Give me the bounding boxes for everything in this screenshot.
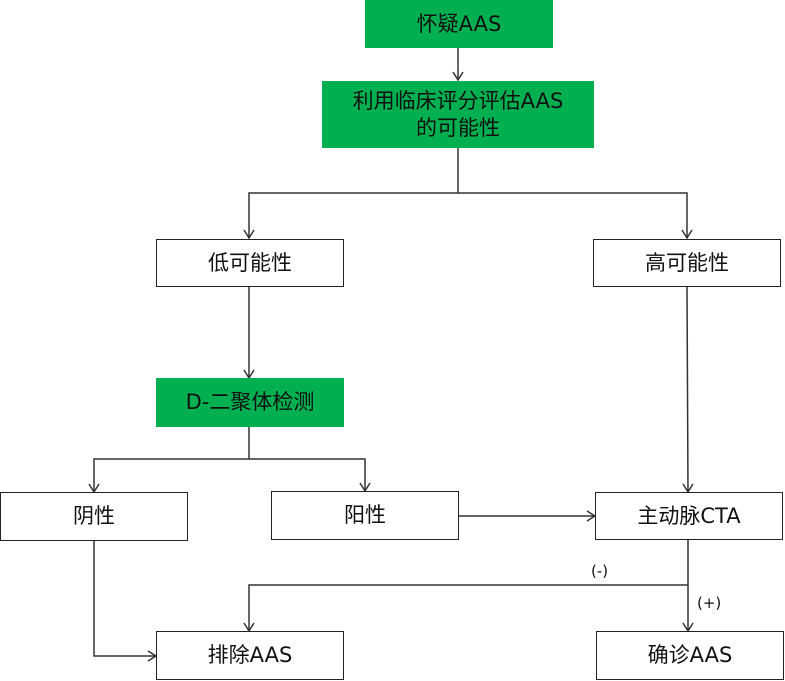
node-confirm-aas: 确诊AAS xyxy=(596,631,784,680)
node-suspect-aas: 怀疑AAS xyxy=(365,0,553,48)
node-label: D-二聚体检测 xyxy=(185,390,315,414)
edge-negative-exclude xyxy=(93,540,158,662)
node-label: 低可能性 xyxy=(208,250,292,275)
node-low-probability: 低可能性 xyxy=(156,239,344,287)
node-exclude-aas: 排除AAS xyxy=(156,631,344,680)
node-label: 确诊AAS xyxy=(647,643,733,667)
node-aortic-cta: 主动脉CTA xyxy=(595,492,783,540)
edge-label-negative: (-) xyxy=(591,562,609,580)
edge-assess-low xyxy=(243,148,459,240)
edge-high-cta xyxy=(682,286,694,494)
edge-label-positive: (+) xyxy=(697,594,722,612)
node-negative: 阴性 xyxy=(0,492,188,541)
edge-ddimer-positive xyxy=(249,458,371,493)
node-label: 利用临床评分评估AAS 的可能性 xyxy=(352,88,564,140)
node-assess-probability: 利用临床评分评估AAS 的可能性 xyxy=(322,81,594,148)
node-label: 主动脉CTA xyxy=(637,503,741,528)
node-d-dimer-test: D-二聚体检测 xyxy=(156,378,344,427)
node-label: 排除AAS xyxy=(207,643,293,667)
node-label: 高可能性 xyxy=(645,250,729,275)
edge-ddimer-negative xyxy=(88,427,250,494)
edge-cta-exclude xyxy=(243,540,689,633)
node-positive: 阳性 xyxy=(271,491,459,540)
node-label: 阴性 xyxy=(73,504,115,528)
node-high-probability: 高可能性 xyxy=(593,239,781,287)
edge-assess-high xyxy=(458,192,693,240)
node-label: 阳性 xyxy=(344,503,386,527)
node-label: 怀疑AAS xyxy=(416,11,502,36)
